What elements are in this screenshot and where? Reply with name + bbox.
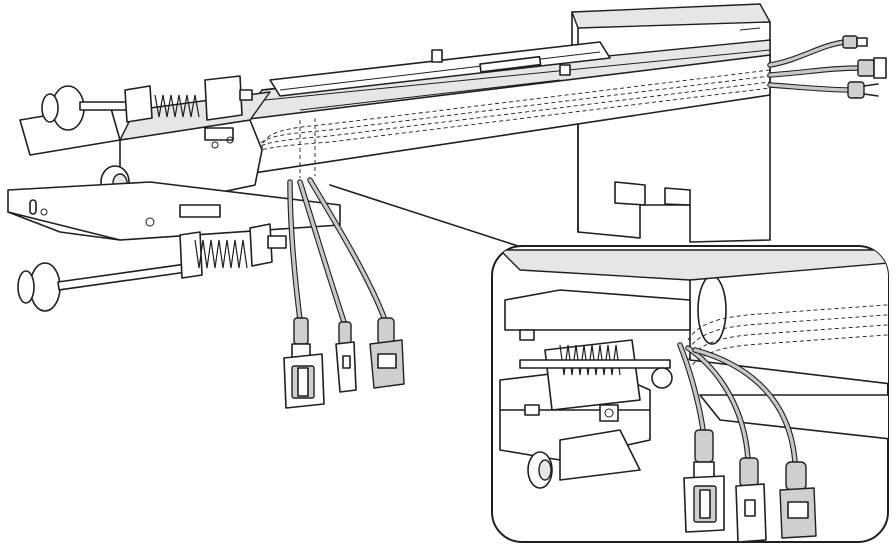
top-adjust-knob [41, 75, 253, 131]
extension-arm [239, 39, 771, 178]
power-plug-icon [369, 317, 405, 389]
power-plug-icon [779, 461, 817, 539]
bottom-adjust-knob [17, 223, 287, 312]
detail-inset [491, 245, 889, 543]
vga-connector-icon [283, 317, 325, 409]
callout-leader [329, 184, 519, 247]
mount-head [7, 75, 341, 312]
vga-connector-icon [683, 461, 725, 533]
usb-connector-icon [842, 35, 868, 49]
wall-plate [571, 3, 771, 243]
usb-connector-icon [335, 321, 357, 393]
vga-connector-icon [857, 57, 887, 79]
cables-drop [283, 177, 405, 409]
power-plug-icon [847, 81, 879, 99]
cables-exit-wall [767, 35, 887, 99]
usb-connector-icon [735, 457, 767, 542]
